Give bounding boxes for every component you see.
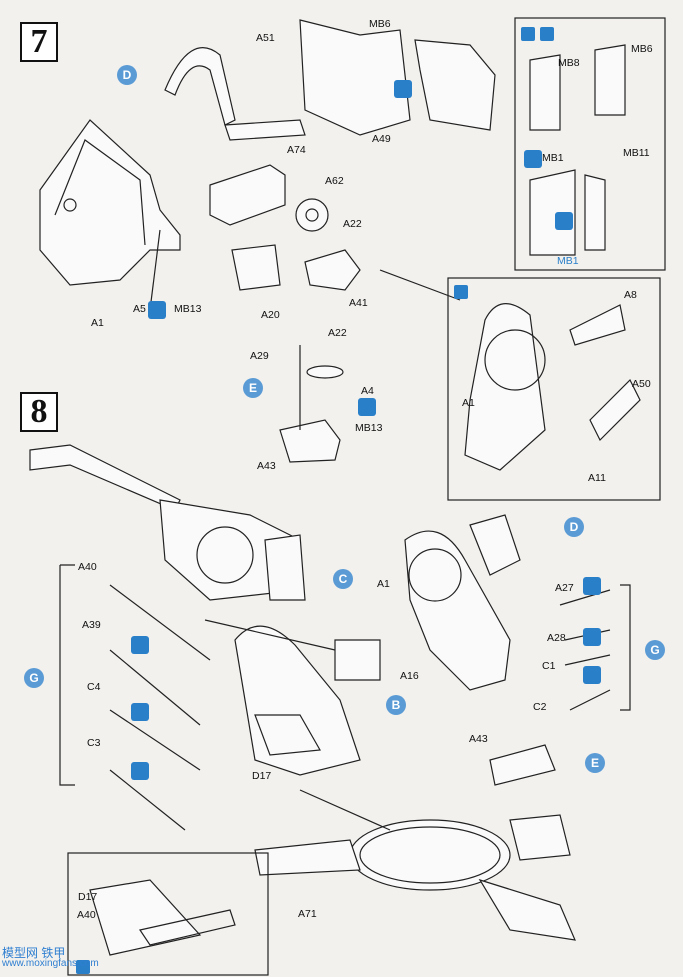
callout-g-left: G xyxy=(24,668,44,688)
label-a51: A51 xyxy=(256,32,275,44)
callout-e-step8: E xyxy=(585,753,605,773)
label-mb11: MB11 xyxy=(623,147,650,159)
cement-icon xyxy=(555,212,573,230)
label-a62: A62 xyxy=(325,175,344,187)
cement-icon xyxy=(583,666,601,684)
cement-icon xyxy=(131,636,149,654)
cement-icon xyxy=(583,577,601,595)
label-c2: C2 xyxy=(533,701,547,713)
watermark-url: www.moxingfans.com xyxy=(2,958,99,969)
label-a40-b: A40 xyxy=(77,909,96,921)
label-mb13-b: MB13 xyxy=(355,422,383,434)
label-a43-a: A43 xyxy=(257,460,276,472)
label-a22-b: A22 xyxy=(328,327,347,339)
label-a43-b: A43 xyxy=(469,733,488,745)
label-a41: A41 xyxy=(349,297,368,309)
label-mb6-a: MB6 xyxy=(369,18,391,30)
label-a22-a: A22 xyxy=(343,218,362,230)
label-a11: A11 xyxy=(588,472,606,484)
cement-icon xyxy=(583,628,601,646)
callout-c: C xyxy=(333,569,353,589)
label-a71: A71 xyxy=(298,908,317,920)
label-a27: A27 xyxy=(555,582,574,594)
callout-d-top: D xyxy=(117,65,137,85)
cement-icon xyxy=(394,80,412,98)
label-mb8: MB8 xyxy=(558,57,580,69)
label-a50: A50 xyxy=(632,378,651,390)
label-d17-a: D17 xyxy=(252,770,272,782)
cement-icon xyxy=(131,762,149,780)
step-8-number: 8 xyxy=(20,392,58,432)
step-7-number: 7 xyxy=(20,22,58,62)
label-a49: A49 xyxy=(372,133,391,145)
label-mb13-a: MB13 xyxy=(174,303,202,315)
callout-g-right: G xyxy=(645,640,665,660)
label-c3: C3 xyxy=(87,737,101,749)
label-a29: A29 xyxy=(250,350,269,362)
label-a28: A28 xyxy=(547,632,566,644)
label-a4: A4 xyxy=(361,385,374,397)
label-c1: C1 xyxy=(542,660,556,672)
callout-d-step8: D xyxy=(564,517,584,537)
label-a39: A39 xyxy=(82,619,101,631)
label-a74: A74 xyxy=(287,144,306,156)
label-a40-a: A40 xyxy=(78,561,97,573)
callout-e: E xyxy=(243,378,263,398)
label-a8: A8 xyxy=(624,289,637,301)
watermark-text: 模型网 铁甲 xyxy=(2,946,66,960)
label-mb1-b: MB1 xyxy=(557,255,579,267)
label-d17-b: D17 xyxy=(78,891,98,903)
label-a16: A16 xyxy=(400,670,419,682)
label-a1-c: A1 xyxy=(377,578,390,590)
callout-b: B xyxy=(386,695,406,715)
label-a5: A5 xyxy=(133,303,146,315)
cement-icon xyxy=(524,150,542,168)
label-mb1-a: MB1 xyxy=(542,152,564,164)
label-a20: A20 xyxy=(261,309,280,321)
cement-icon xyxy=(148,301,166,319)
label-mb6-b: MB6 xyxy=(631,43,653,55)
cement-icon xyxy=(358,398,376,416)
label-a1-b: A1 xyxy=(462,397,475,409)
label-c4: C4 xyxy=(87,681,101,693)
label-a1-a: A1 xyxy=(91,317,104,329)
cement-icon xyxy=(131,703,149,721)
